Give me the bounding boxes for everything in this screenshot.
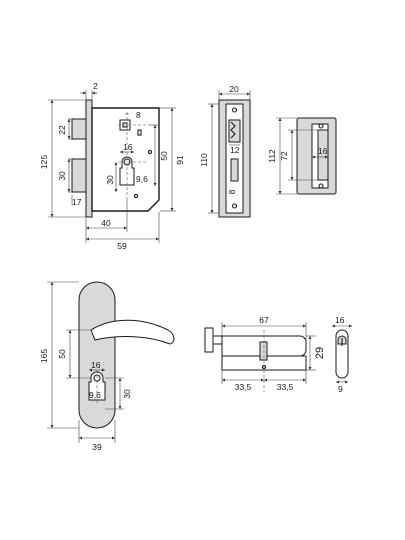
dim-lock-8: 8 [136,110,141,120]
screw-hole [147,149,153,155]
thumb-knob [204,327,214,353]
dim-handle-16: 16 [91,360,101,370]
dim-strike-72: 72 [279,151,289,161]
dim-cyl-33-5-left: 33,5 [235,382,252,392]
dim-lock-2: 2 [93,81,98,91]
dim-lock-17: 17 [72,197,82,207]
dim-face-20: 20 [229,84,239,94]
dim-lock-30: 30 [57,171,67,181]
dim-face-110: 110 [199,153,209,167]
dim-side-16: 16 [335,315,345,325]
lock-case [91,107,160,212]
dim-cyl-67: 67 [259,315,269,325]
deadbolt-slot [230,158,239,182]
dim-face-12: 12 [230,145,240,155]
cylinder-cutout [119,156,135,186]
dim-cyl-33-5-right: 33,5 [277,382,294,392]
dim-lock-91: 91 [175,155,185,165]
dim-strike-112: 112 [267,149,277,163]
handle-view: 165 50 16 9,6 30 39 [39,281,175,452]
screw-hole [318,183,324,189]
screw-hole [231,203,238,209]
handle-backplate [78,281,116,429]
faceplate-front-view: 20 110 12 8 [199,84,251,218]
dim-lock-125: 125 [39,155,49,169]
strike-plate-view: 112 72 16 [267,117,337,195]
dead-bolt [71,158,87,193]
dim-handle-39: 39 [92,442,102,452]
dim-lock-40: 40 [101,218,111,228]
screw-hole [133,193,139,199]
dim-face-8: 8 [227,189,237,194]
dim-handle-50: 50 [57,349,67,359]
dim-lock-30-cyl: 30 [105,175,115,185]
dim-handle-9-6: 9,6 [89,390,101,400]
latch-bolt [71,118,87,140]
dim-lock-9-6: 9,6 [136,174,148,184]
dim-handle-30: 30 [122,389,132,399]
dim-strike-16: 16 [318,146,328,156]
cylinder-side-view: 16 9 [332,315,352,394]
dim-lock-22: 22 [57,125,67,135]
dim-side-9: 9 [338,384,343,394]
dim-lock-50: 50 [159,151,169,161]
dim-lock-59: 59 [117,241,127,251]
dim-cyl-29: 29 [314,347,326,359]
screw-hole [318,123,324,129]
dim-handle-165: 165 [39,349,49,363]
dim-lock-16: 16 [123,142,133,152]
lock-faceplate [85,99,93,218]
cylinder-cam [259,341,268,361]
handle-lever [90,319,175,345]
lock-body-view: 2 125 22 30 17 8 16 30 9,6 50 [39,81,185,251]
cylinder-view: 67 29 33,5 33,5 [204,315,326,392]
screw-hole [231,107,238,113]
